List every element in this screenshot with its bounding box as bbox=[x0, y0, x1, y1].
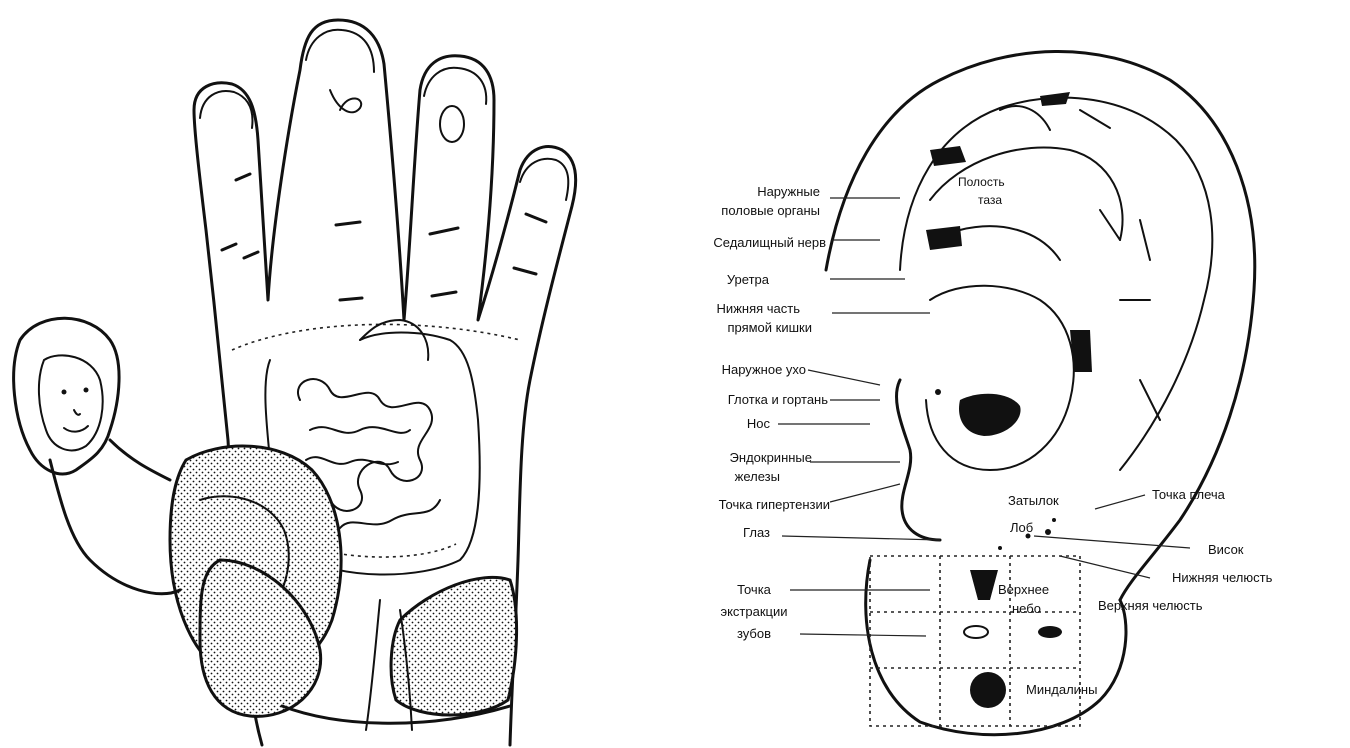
ear-helix bbox=[826, 51, 1255, 600]
label-pelvic-cavity-2: таза bbox=[978, 193, 1002, 207]
nail-little bbox=[520, 159, 568, 200]
label-endocrine-2: железы bbox=[735, 469, 780, 484]
label-sciatic-nerve: Седалищный нерв bbox=[713, 235, 826, 250]
label-upper-palate: Верхнее bbox=[998, 582, 1049, 597]
label-temple: Висок bbox=[1208, 542, 1244, 557]
middle-squiggle bbox=[330, 90, 361, 112]
label-tooth-extraction-2: экстракции bbox=[720, 604, 787, 619]
nail-ring bbox=[424, 68, 486, 104]
ear-concha bbox=[926, 286, 1074, 470]
label-eye: Глаз bbox=[743, 525, 770, 540]
label-lower-rectum-2: прямой кишки bbox=[727, 320, 812, 335]
nail-middle bbox=[306, 30, 374, 72]
ear-tragus bbox=[897, 380, 941, 540]
label-pharynx-larynx: Глотка и гортань bbox=[728, 392, 828, 407]
label-external-genitals: Наружные bbox=[757, 184, 820, 199]
label-tooth-extraction-3: зубов bbox=[737, 626, 771, 641]
label-external-genitals-2: половые органы bbox=[721, 203, 820, 218]
woman-figure bbox=[14, 318, 180, 594]
ring-oval bbox=[440, 106, 464, 142]
label-forehead: Лоб bbox=[1010, 520, 1033, 535]
label-occiput: Затылок bbox=[1008, 493, 1059, 508]
label-nose: Нос bbox=[747, 416, 771, 431]
label-endocrine: Эндокринные bbox=[730, 450, 812, 465]
label-pelvic-cavity: Полость bbox=[958, 175, 1005, 189]
label-shoulder-point: Точка плеча bbox=[1152, 487, 1226, 502]
label-hypertension-point: Точка гипертензии bbox=[719, 497, 830, 512]
nail-index bbox=[200, 91, 252, 128]
ear-illustration bbox=[826, 51, 1255, 734]
label-lower-rectum: Нижняя часть bbox=[717, 301, 801, 316]
hand-illustration bbox=[14, 20, 576, 745]
label-external-ear: Наружное ухо bbox=[722, 362, 806, 377]
ear-labels: Полость таза Наружные половые органы Сед… bbox=[713, 175, 1272, 697]
ear-lobe bbox=[866, 560, 1126, 735]
label-upper-jaw: Верхняя челюсть bbox=[1098, 598, 1203, 613]
palm-dashed-line bbox=[232, 324, 520, 350]
label-lower-jaw: Нижняя челюсть bbox=[1172, 570, 1273, 585]
label-urethra: Уретра bbox=[727, 272, 770, 287]
label-tonsils: Миндалины bbox=[1026, 682, 1097, 697]
label-upper-palate-2: небо bbox=[1012, 601, 1041, 616]
label-tooth-extraction: Точка bbox=[737, 582, 772, 597]
